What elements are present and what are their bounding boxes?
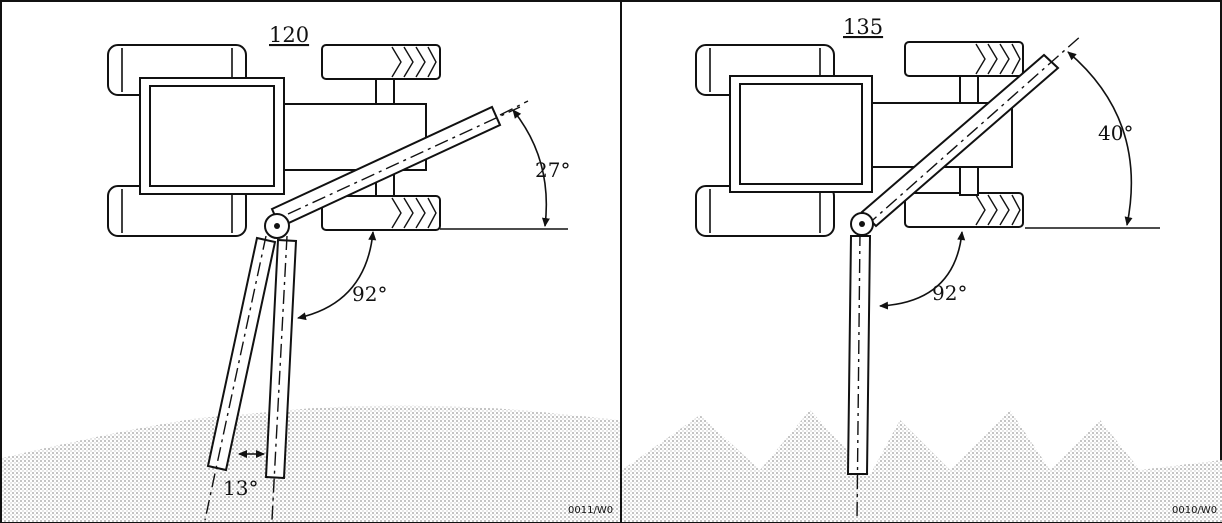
boom-turned [204,235,298,521]
model-label: 135 [843,15,883,39]
arc-27 [512,109,550,227]
boom-turned [846,231,872,521]
tyre-front-bottom [321,195,441,231]
front-axle-top [959,75,979,105]
tyre-front-bottom [904,192,1024,228]
arc-92-left [297,231,377,321]
drawing-code: 0010/W0 [1172,505,1217,516]
panel-right: 135 40° 92° 0010/W0 [695,15,1217,521]
cab-roof [739,83,863,185]
angle-92-label: 92° [932,281,967,305]
tyre-front-top [321,44,441,80]
drawing-code: 0011/W0 [568,505,613,516]
angle-92-label: 92° [352,282,387,306]
shade-left [2,405,620,522]
angle-40-label: 40° [1098,121,1133,145]
model-label: 120 [269,23,309,47]
front-axle-bottom [959,166,979,196]
angle-27-label: 27° [535,158,570,182]
tyre-rear-bottom [695,185,835,237]
tyre-front-top [904,41,1024,77]
panel-left: 120 27° 92° 13° 0011/W0 [107,23,613,521]
front-axle-top [375,78,395,106]
angle-13-label: 13° [223,476,258,500]
cab-roof [149,85,275,187]
shade-right [622,410,1222,522]
arc-40 [1067,51,1133,226]
arc-92-right [879,231,966,310]
